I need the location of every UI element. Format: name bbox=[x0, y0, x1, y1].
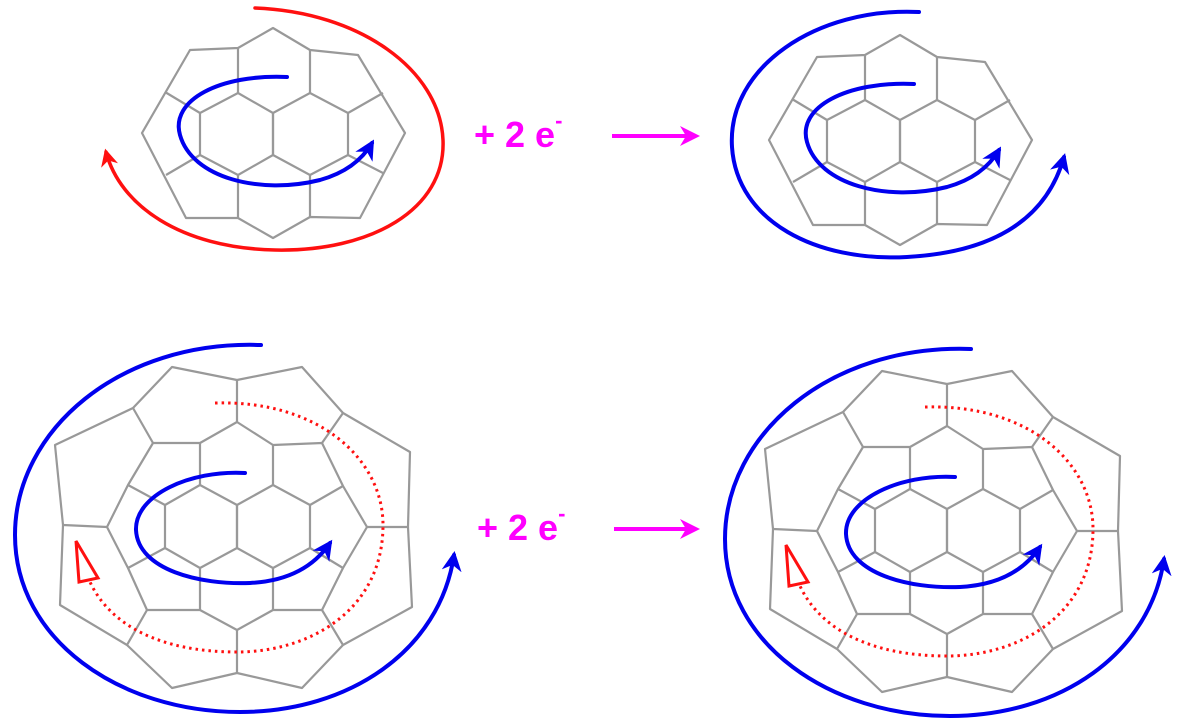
c70-bond-framework bbox=[53, 365, 414, 690]
reaction-label-bottom: + 2 e- bbox=[477, 501, 566, 548]
outer-diatropic-current-arrow bbox=[729, 9, 1070, 260]
inner-diatropic-current-arrow bbox=[133, 470, 333, 586]
reaction-label-top: + 2 e- bbox=[474, 108, 563, 155]
inner-diatropic-current-arrow bbox=[803, 81, 1002, 195]
c70-bond-framework bbox=[763, 369, 1124, 694]
paratropic-arrowhead-icon bbox=[74, 540, 101, 584]
outer-paratropic-current-arrow bbox=[101, 6, 445, 252]
inner-diatropic-current-arrow bbox=[176, 74, 375, 188]
paratropic-arrowhead-icon bbox=[784, 544, 811, 588]
c60-neutral-molecule bbox=[101, 6, 445, 252]
outer-diatropic-current-arrow bbox=[12, 342, 462, 715]
outer-diatropic-current-arrow bbox=[722, 346, 1172, 719]
c70-dianion-molecule bbox=[722, 346, 1172, 719]
c60-dianion-molecule bbox=[729, 9, 1070, 260]
c70-neutral-molecule bbox=[12, 342, 462, 715]
inner-diatropic-current-arrow bbox=[843, 474, 1043, 590]
